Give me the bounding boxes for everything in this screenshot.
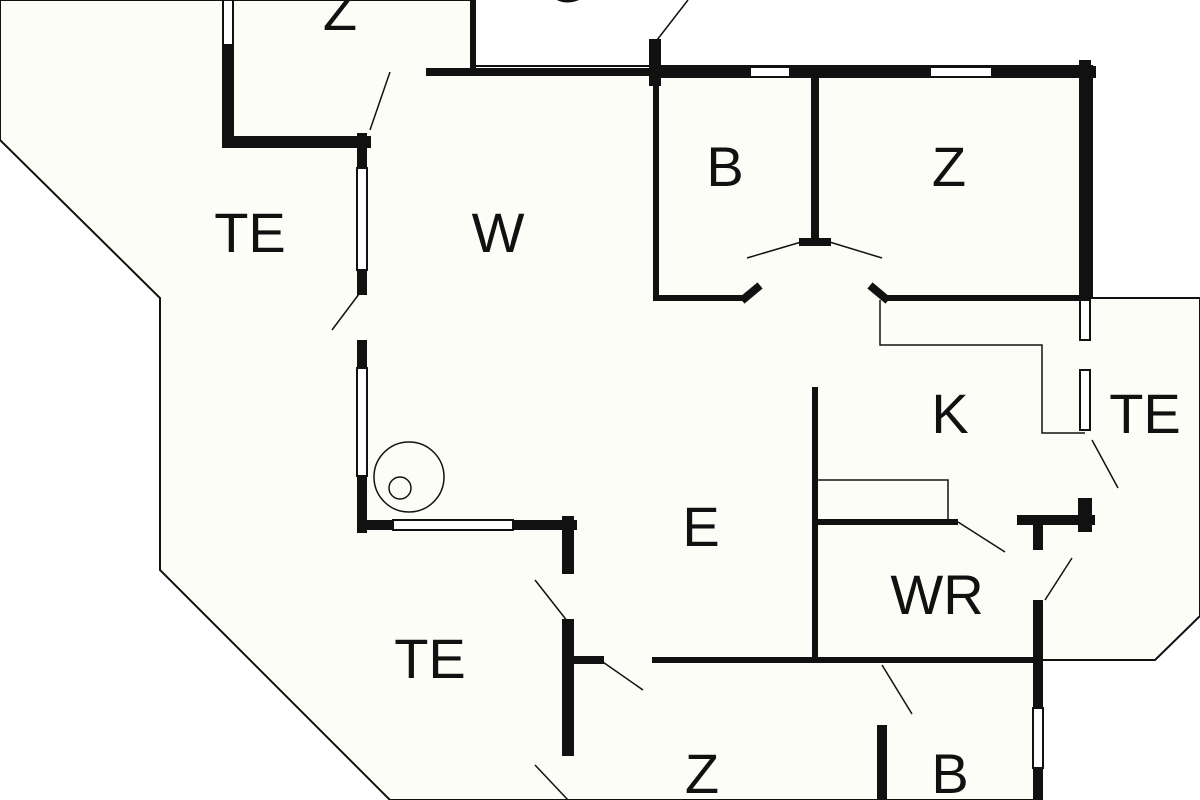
room-label-w-living: W (472, 201, 525, 264)
room-label-k-kitchen: K (931, 382, 968, 445)
room-label-z-top: Z (323, 0, 357, 42)
room-label-z-bottom: Z (685, 742, 719, 800)
windows (222, 0, 1091, 769)
room-label-b-bottom: B (931, 742, 968, 800)
room-label-te-left: TE (214, 201, 286, 264)
room-label-z-upper: Z (932, 135, 966, 198)
room-label-e-dining: E (682, 495, 719, 558)
door-swings (331, 0, 1119, 800)
room-label-te-bottom: TE (394, 627, 466, 690)
room-label-g-top: G (545, 0, 589, 14)
stove-symbol (373, 441, 445, 513)
room-label-b-upper: B (706, 135, 743, 198)
room-label-wr-utility: WR (890, 563, 983, 626)
room-label-te-right: TE (1109, 382, 1181, 445)
